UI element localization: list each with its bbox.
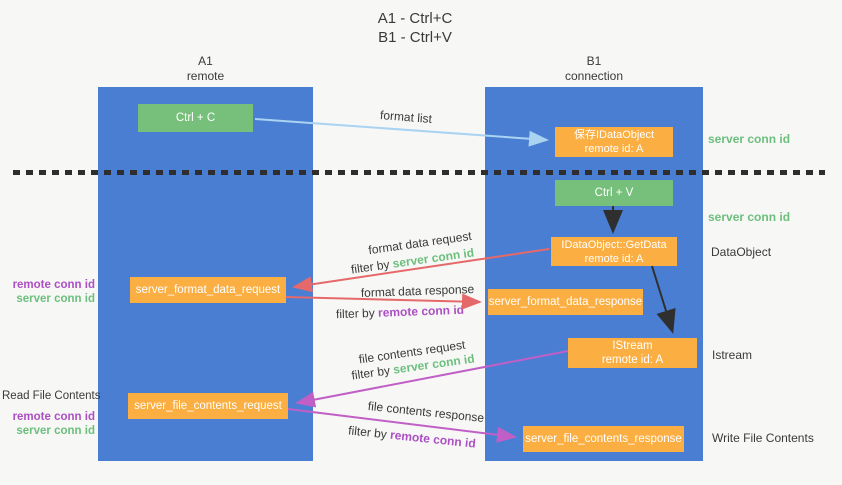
node-server-file-contents-response: server_file_contents_response — [523, 426, 684, 452]
title-line-1: A1 - Ctrl+C — [377, 10, 453, 27]
node-save-dataobject: 保存IDataObject remote id: A — [555, 127, 673, 157]
node-save-dataobject-line1: 保存IDataObject — [573, 129, 655, 141]
arrow-label-format-list: format list — [379, 107, 433, 127]
left-label-remote-conn-id-1: remote conn id — [12, 279, 95, 291]
column-b-subtitle: connection — [564, 69, 624, 83]
right-label-istream: Istream — [712, 348, 753, 362]
node-server-format-data-response: server_format_data_response — [488, 289, 643, 315]
left-label-read-file-contents: Read File Contents — [2, 390, 101, 402]
node-ctrl-v-label: Ctrl + V — [594, 187, 634, 199]
right-label-write-file-contents: Write File Contents — [712, 431, 814, 445]
node-istream: IStream remote id: A — [568, 338, 697, 368]
node-istream-line2: remote id: A — [601, 354, 664, 366]
node-server-format-data-request: server_format_data_request — [130, 277, 286, 303]
left-label-server-conn-id-1: server conn id — [16, 293, 95, 305]
node-format-response-label: server_format_data_response — [488, 296, 643, 308]
left-label-server-conn-id-2: server conn id — [16, 425, 95, 437]
right-label-server-conn-id-top: server conn id — [708, 132, 791, 146]
filter-by-text: filter by — [335, 305, 379, 322]
node-ctrl-v: Ctrl + V — [555, 180, 673, 206]
diagram-title: A1 - Ctrl+C B1 - Ctrl+V — [320, 9, 510, 47]
filter-by-text: filter by — [347, 423, 391, 442]
left-label-conn-ids-format: remote conn id server conn id — [2, 278, 95, 306]
node-format-request-label: server_format_data_request — [135, 284, 281, 296]
left-label-remote-conn-id-2: remote conn id — [12, 411, 95, 423]
column-a-name: A1 — [198, 54, 213, 68]
node-ctrl-c: Ctrl + C — [138, 104, 253, 132]
right-label-server-conn-id-mid: server conn id — [708, 210, 791, 224]
node-istream-line1: IStream — [612, 340, 653, 352]
node-ctrl-c-label: Ctrl + C — [175, 112, 216, 124]
node-server-file-contents-request: server_file_contents_request — [128, 393, 288, 419]
remote-conn-id-text: remote conn id — [377, 302, 465, 320]
column-a-subtitle: remote — [186, 69, 225, 83]
node-getdata-line1: IDataObject::GetData — [561, 238, 667, 251]
arrow-label-filter-by-remote-2: filter by remote conn id — [322, 421, 502, 454]
node-idataobject-getdata: IDataObject::GetData remote id: A — [551, 237, 677, 266]
column-b-header: B1 connection — [485, 54, 703, 84]
column-a-header: A1 remote — [98, 54, 313, 84]
arrow-label-filter-by-remote-1: filter by remote conn id — [310, 302, 490, 322]
arrow-label-format-data-response: format data response — [360, 282, 475, 300]
node-file-response-label: server_file_contents_response — [525, 433, 682, 445]
filter-by-text: filter by — [350, 256, 394, 277]
right-label-dataobject: DataObject — [711, 245, 772, 259]
left-label-conn-ids-file: remote conn id server conn id — [2, 410, 95, 438]
node-file-request-label: server_file_contents_request — [134, 400, 282, 412]
column-b-name: B1 — [586, 54, 602, 68]
node-getdata-line2: remote id: A — [584, 252, 644, 265]
title-line-2: B1 - Ctrl+V — [378, 29, 452, 46]
remote-conn-id-text: remote conn id — [389, 427, 477, 451]
node-save-dataobject-line2: remote id: A — [584, 143, 644, 155]
phase-divider-dotted-line — [13, 170, 825, 175]
